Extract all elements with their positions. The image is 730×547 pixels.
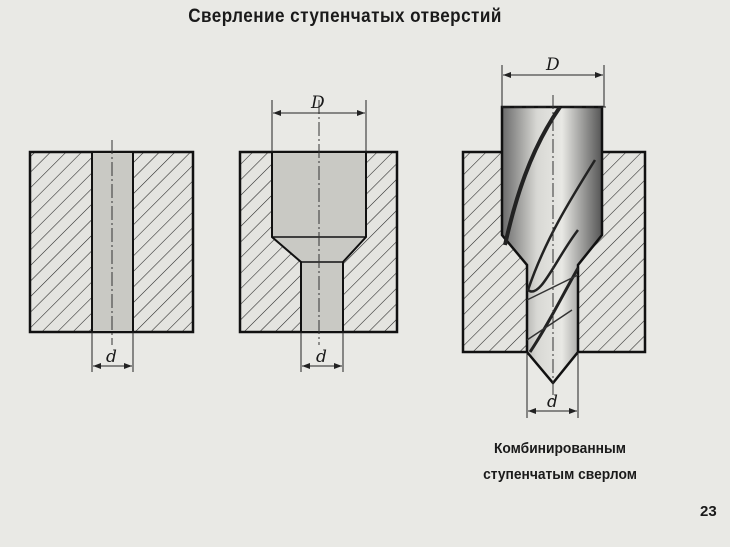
step-drill <box>500 105 604 385</box>
slide-title: Сверление ступенчатых отверстий <box>188 6 502 27</box>
dimension-d: d <box>106 347 117 367</box>
page-number: 23 <box>700 503 717 520</box>
caption-line-2: ступенчатым сверлом <box>483 466 637 483</box>
dimension-D: D <box>310 93 325 113</box>
figure-through-hole: d <box>28 140 195 372</box>
dimension-D: D <box>545 55 560 75</box>
figure-combined-step-drill: D d <box>461 55 647 418</box>
caption-line-1: Комбинированным <box>493 440 627 457</box>
dimension-d: d <box>316 347 327 367</box>
figure-stepped-hole: D d <box>238 93 399 372</box>
dimension-d: d <box>547 392 558 412</box>
